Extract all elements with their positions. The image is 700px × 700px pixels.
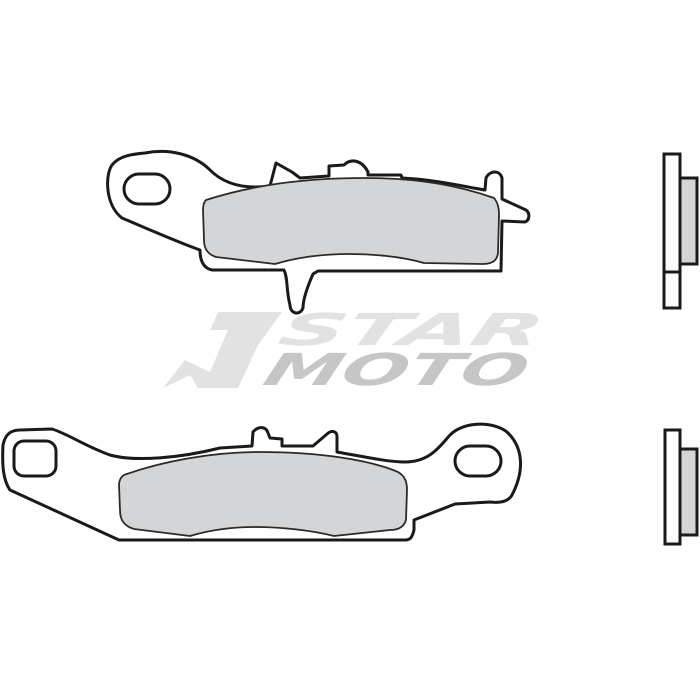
upper-side-backing-plate	[662, 152, 682, 310]
upper-mounting-hole	[122, 172, 172, 206]
watermark-line1: STAR	[272, 304, 551, 356]
lower-side-backing-plate	[663, 428, 682, 546]
upper-side-friction-material	[678, 176, 699, 266]
lower-friction-material	[118, 451, 408, 537]
lower-side-friction-material	[678, 447, 699, 537]
upper-pad-front-view	[106, 149, 531, 315]
watermark-logo: STAR MOTO	[163, 304, 551, 396]
lower-mounting-hole-left	[12, 439, 58, 478]
watermark-emblem-icon	[163, 312, 282, 388]
upper-friction-material	[202, 177, 500, 265]
lower-pad-side-view	[663, 428, 699, 546]
watermark-line2: MOTO	[257, 344, 536, 396]
lower-pad-front-view	[1, 422, 523, 542]
upper-pad-side-view	[662, 152, 699, 310]
lower-mounting-hole-right	[453, 444, 503, 478]
